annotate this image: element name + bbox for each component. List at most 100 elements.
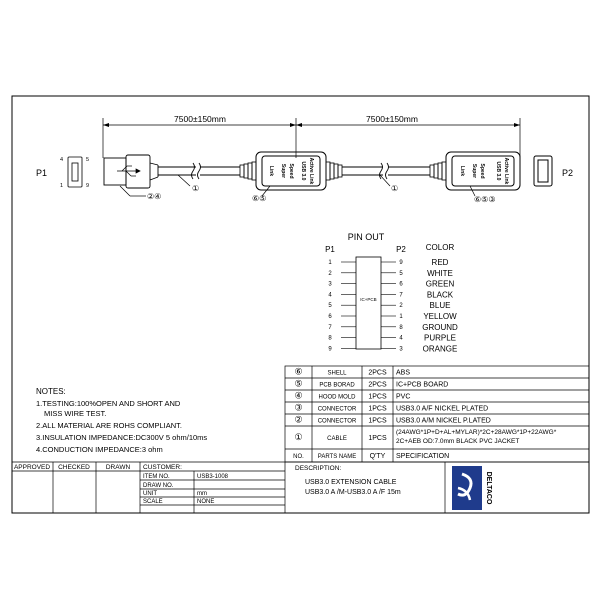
dimension-left-label: 7500±150mm: [174, 114, 226, 124]
pinout-p2-pin: 5: [399, 271, 403, 277]
pinout-p2-pin: 4: [399, 336, 403, 342]
parts-row-spec: 2C+AEB OD:7.0mm BLACK PVC JACKET: [396, 438, 519, 445]
callout-hood-right: ⑥⑤③: [474, 195, 496, 204]
pinout-p1-pin: 5: [328, 303, 332, 309]
logo-text: DELTACO: [485, 472, 492, 505]
notes-title: NOTES:: [36, 387, 66, 396]
parts-row-name: SHELL: [327, 371, 347, 377]
pinout-p1-pin: 1: [328, 260, 332, 266]
pinout-color: GROUND: [422, 323, 458, 332]
pinout-color: BLACK: [427, 290, 454, 299]
pinout-color: RED: [432, 258, 449, 267]
parts-row-name: CONNECTOR: [318, 419, 357, 425]
title-description-line-1: USB3.0 EXTENSION CABLE: [305, 479, 397, 486]
booster-box-left-text: Link Super Speed USB 3.0 Active Link: [268, 158, 314, 185]
parts-row-no: ⑤: [294, 379, 302, 389]
parts-row-name: CABLE: [327, 436, 347, 442]
parts-row-qty: 2PCS: [368, 382, 387, 389]
dimension-arrows: [103, 123, 520, 127]
pinout-p2-pin: 3: [399, 346, 403, 352]
strain-relief-left-icon: [239, 161, 257, 181]
title-approved: APPROVED: [14, 464, 50, 471]
notes-line: 3.INSULATION IMPEDANCE:DC300V 5 ohm/10ms: [36, 433, 207, 442]
parts-row-spec: IC+PCB BOARD: [396, 382, 448, 389]
parts-row-qty: 2PCS: [368, 370, 387, 377]
parts-row-spec: ABS: [396, 370, 410, 377]
pinout-title: PIN OUT: [348, 232, 385, 242]
booster-box-right-text: Link Super Speed USB 3.0 Active Link: [459, 158, 509, 185]
pinout-p1-pin: 6: [328, 314, 332, 320]
pinout-p2-pin: 2: [399, 303, 403, 309]
p1-pin-9: 9: [86, 183, 89, 189]
callout-leaders: [119, 174, 476, 197]
pinout-p1-pin: 2: [328, 271, 332, 277]
notes-line: 4.CONDUCTION IMPEDANCE:3 ohm: [36, 445, 163, 454]
title-drawn: DRAWN: [106, 464, 131, 471]
p2-label: P2: [562, 168, 573, 178]
callout-cable-right: ①: [391, 184, 398, 193]
pinout-p1-header: P1: [325, 245, 335, 254]
svg-text:Speed: Speed: [479, 163, 485, 178]
pinout-p1-pin: 9: [328, 346, 332, 352]
title-draw-no-label: DRAW NO.: [143, 483, 174, 489]
title-unit-value: mm: [197, 491, 207, 497]
pinout-color: YELLOW: [423, 312, 457, 321]
pinout-p2-header: P2: [396, 245, 406, 254]
svg-text:Link: Link: [459, 166, 465, 176]
usb-symbol-icon: [117, 165, 141, 177]
callout-hood-left: ⑥⑤: [252, 194, 266, 203]
pinout-color: GREEN: [426, 280, 455, 289]
parts-row-spec: PVC: [396, 394, 410, 401]
title-customer-label: CUSTOMER:: [143, 464, 182, 471]
svg-text:Active Link: Active Link: [503, 158, 509, 185]
notes-line: MISS WIRE TEST.: [44, 409, 106, 418]
pinout-p2-pin: 9: [399, 260, 403, 266]
parts-row-no: ②: [294, 415, 302, 425]
parts-row-spec: (24AWG*1P+D+AL+MYLAR)*2C+28AWG*1P+22AWG*: [396, 429, 557, 436]
pinout-p1-pin: 8: [328, 336, 332, 342]
svg-text:Link: Link: [268, 166, 274, 176]
parts-header-qty: Q'TY: [370, 453, 386, 460]
parts-row-spec: USB3.0 A/F NICKEL PLATED: [396, 406, 488, 413]
pinout-color-header: COLOR: [426, 243, 455, 252]
parts-row-qty: 1PCS: [368, 435, 387, 442]
parts-row-no: ⑥: [294, 367, 302, 377]
pinout-p2-pin: 1: [399, 314, 403, 320]
cable-left-segment: [158, 162, 240, 180]
svg-text:Active Link: Active Link: [308, 158, 314, 185]
pinout-color: WHITE: [427, 269, 453, 278]
strain-relief-right-icon: [429, 161, 447, 181]
parts-row-no: ③: [294, 403, 302, 413]
p1-pin-5: 5: [86, 157, 89, 163]
pinout-pcb-label: IC+PCB: [360, 297, 376, 302]
pinout-p2-pin: 8: [399, 325, 403, 331]
title-block-grid: [12, 461, 589, 513]
pinout-p2-pin: 7: [399, 292, 403, 298]
callout-plug: ②④: [147, 192, 161, 201]
dimension-right-label: 7500±150mm: [366, 114, 418, 124]
notes-line: 1.TESTING:100%OPEN AND SHORT AND: [36, 399, 181, 408]
parts-row-name: CONNECTOR: [318, 407, 357, 413]
parts-header-spec: SPECIFICATION: [396, 453, 449, 460]
title-item-no-label: ITEM NO.: [143, 474, 170, 480]
p1-label: P1: [36, 168, 47, 178]
svg-text:USB 3.0: USB 3.0: [300, 162, 306, 181]
callout-cable-left: ①: [192, 184, 199, 193]
svg-text:Speed: Speed: [288, 163, 294, 178]
parts-row-qty: 1PCS: [368, 418, 387, 425]
title-scale-value: NONE: [197, 499, 214, 505]
dimension-lines: [102, 118, 521, 158]
deltaco-logo: DELTACO: [452, 466, 492, 510]
pinout-p1-pin: 7: [328, 325, 332, 331]
title-item-no-value: USB3-1008: [197, 474, 229, 480]
title-description-label: DESCRIPTION:: [295, 465, 341, 472]
usb-a-male-plug-icon: [103, 154, 159, 189]
pinout-p1-pin: 3: [328, 282, 332, 288]
parts-header-name: PARTS NAME: [318, 454, 356, 460]
usb-a-male-face-icon: [67, 156, 83, 188]
cable-right-segment: [342, 162, 430, 180]
